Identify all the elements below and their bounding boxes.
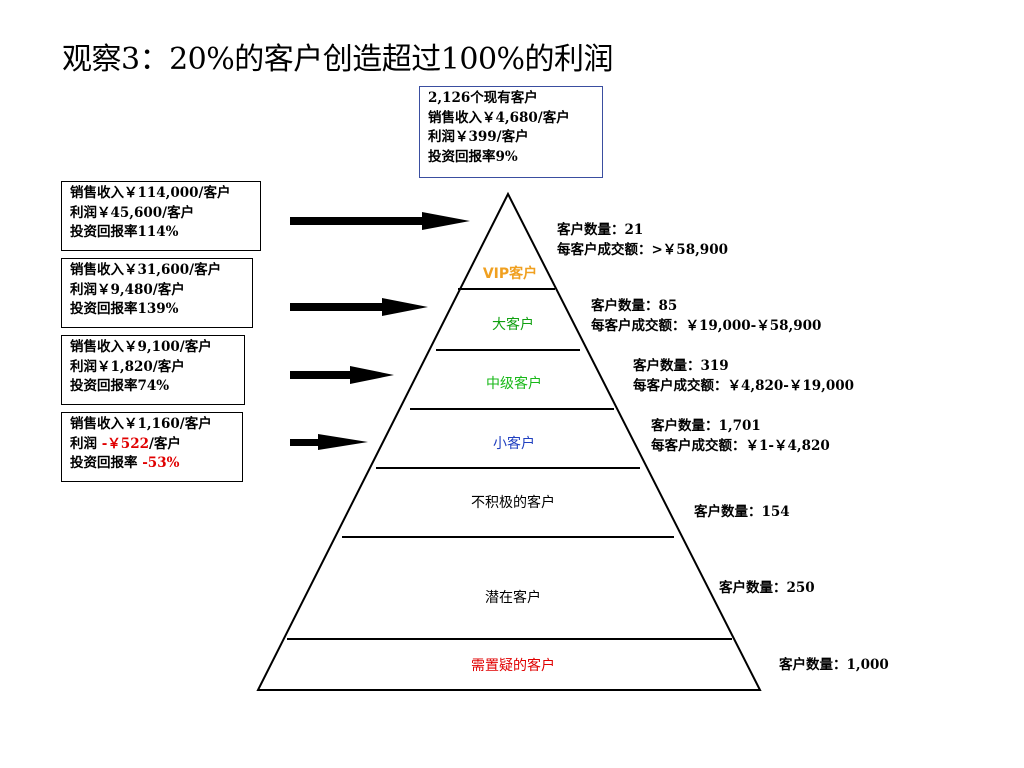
summary-line: 利润￥399/客户 — [428, 129, 529, 145]
tier-label-large: 大客户 — [492, 317, 534, 333]
customer-count: 客户数量：250 — [719, 580, 815, 596]
tier-label-medium: 中级客户 — [486, 376, 542, 392]
profit-text: 利润￥45,600/客户 — [70, 204, 195, 221]
tier-annotation-small: 客户数量：1,701 每客户成交额：￥1-￥4,820 — [651, 416, 830, 456]
customer-count: 客户数量：21 — [557, 222, 644, 238]
roi-text: 投资回报率139% — [70, 301, 179, 317]
tier-annotation-questionable: 客户数量：1,000 — [779, 655, 889, 675]
tier-annotation-vip: 客户数量：21 每客户成交额：>￥58,900 — [557, 220, 728, 260]
tier-label-inactive: 不积极的客户 — [471, 495, 555, 511]
tier-label-small: 小客户 — [493, 436, 535, 452]
tier-annotation-medium: 客户数量：319 每客户成交额：￥4,820-￥19,000 — [633, 356, 854, 396]
arrow-large — [290, 298, 428, 316]
customer-count: 客户数量：85 — [591, 298, 678, 314]
arrow-vip — [290, 212, 470, 230]
roi-text: 投资回报率114% — [70, 224, 179, 240]
deal-range: 每客户成交额：￥4,820-￥19,000 — [633, 378, 855, 394]
arrow-medium — [290, 366, 394, 384]
sales-text: 销售收入￥31,600/客户 — [70, 262, 222, 278]
tier-label-questionable: 需置疑的客户 — [471, 658, 555, 674]
deal-range: 每客户成交额：>￥58,900 — [557, 242, 728, 258]
profit-text: 利润 -￥522/客户 — [70, 435, 181, 452]
tier-label-potential: 潜在客户 — [485, 590, 541, 606]
tier-annotation-potential: 客户数量：250 — [719, 578, 815, 598]
deal-range: 每客户成交额：￥1-￥4,820 — [651, 438, 830, 454]
customer-count: 客户数量：1,000 — [779, 657, 889, 673]
page-title: 观察3：20%的客户创造超过100%的利润 — [62, 42, 614, 77]
customer-count: 客户数量：1,701 — [651, 418, 761, 434]
deal-range: 每客户成交额：￥19,000-￥58,900 — [591, 318, 822, 334]
tier-annotation-large: 客户数量：85 每客户成交额：￥19,000-￥58,900 — [591, 296, 821, 336]
large-metrics-box: 销售收入￥31,600/客户 利润￥9,480/客户 投资回报率139% — [61, 258, 253, 328]
medium-metrics-box: 销售收入￥9,100/客户 利润￥1,820/客户 投资回报率74% — [61, 335, 245, 405]
summary-line: 销售收入￥4,680/客户 — [428, 109, 570, 126]
pyramid-outline — [256, 191, 762, 691]
roi-text: 投资回报率 -53% — [70, 455, 180, 471]
sales-text: 销售收入￥114,000/客户 — [70, 185, 231, 201]
profit-text: 利润￥9,480/客户 — [70, 281, 185, 298]
summary-line: 2,126个现有客户 — [428, 90, 538, 106]
vip-metrics-box: 销售收入￥114,000/客户 利润￥45,600/客户 投资回报率114% — [61, 181, 261, 251]
profit-text: 利润￥1,820/客户 — [70, 358, 185, 375]
summary-line: 投资回报率9% — [428, 148, 518, 165]
sales-text: 销售收入￥9,100/客户 — [70, 339, 212, 355]
arrow-small — [290, 434, 368, 450]
tier-label-vip: VIP客户 — [482, 266, 538, 282]
sales-text: 销售收入￥1,160/客户 — [70, 416, 212, 432]
customer-count: 客户数量：319 — [633, 358, 729, 374]
roi-text: 投资回报率74% — [70, 378, 170, 394]
customer-count: 客户数量：154 — [694, 504, 790, 520]
small-metrics-box: 销售收入￥1,160/客户 利润 -￥522/客户 投资回报率 -53% — [61, 412, 243, 482]
summary-box: 2,126个现有客户 销售收入￥4,680/客户 利润￥399/客户 投资回报率… — [419, 86, 603, 178]
tier-annotation-inactive: 客户数量：154 — [694, 502, 790, 522]
